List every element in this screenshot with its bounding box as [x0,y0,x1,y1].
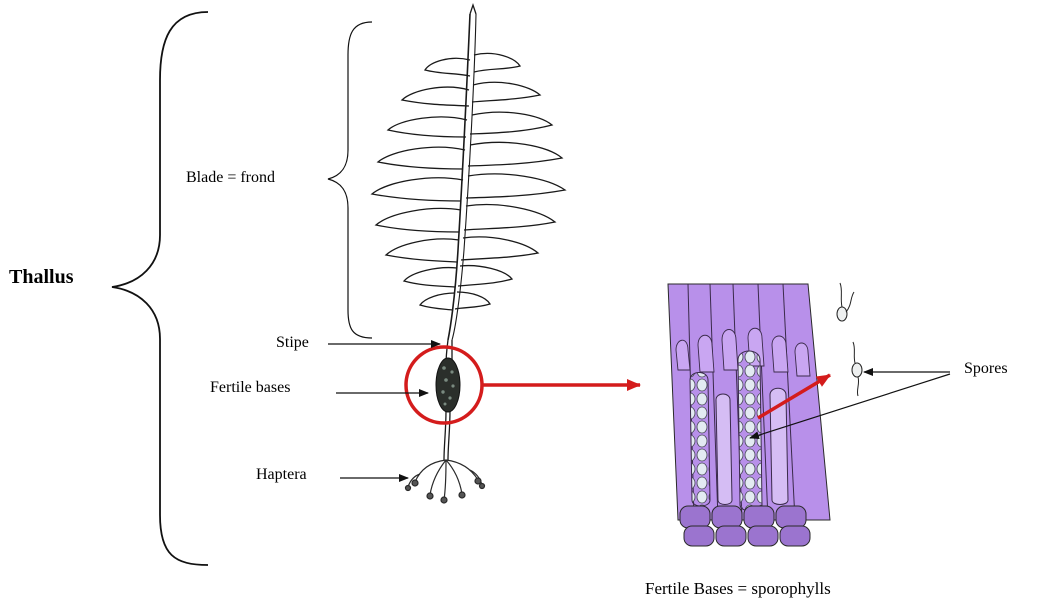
spores-label: Spores [964,360,1008,378]
thallus-label: Thallus [9,266,73,289]
fertile-base-cluster [436,358,460,412]
kelp-plant [372,5,565,460]
haptera-holdfast [406,460,485,503]
thallus-brace [112,12,208,565]
stipe-label: Stipe [276,334,309,352]
caption-label: Fertile Bases = sporophylls [645,579,831,599]
sporophyll-section [668,284,830,546]
zoospores [837,283,862,396]
haptera-label: Haptera [256,466,307,484]
fertile-bases-label: Fertile bases [210,379,290,397]
blade-label: Blade = frond [186,169,275,187]
blade-brace [328,22,372,338]
